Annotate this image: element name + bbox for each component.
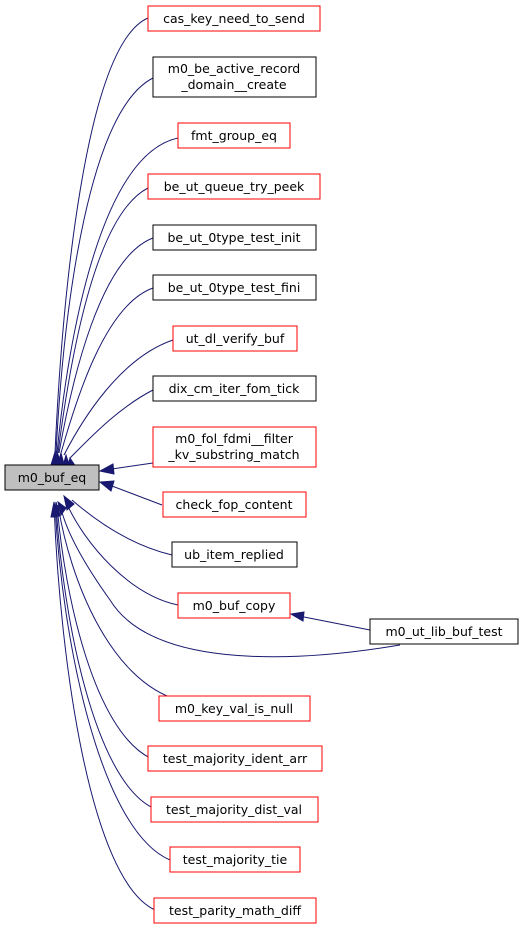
edge-be-ut-0type-test-fini: [60, 287, 154, 454]
node-label: test_majority_ident_arr: [163, 751, 308, 766]
node-label: m0_buf_copy: [193, 598, 276, 613]
edge-test-majority-dist-val: [55, 504, 154, 809]
node-test-parity-math-diff[interactable]: test_parity_math_diff: [153, 897, 317, 924]
edge-test-parity-math-diff: [53, 504, 156, 911]
node-label-line-2: _domain__create: [180, 77, 287, 92]
edge-test-majority-ident-arr: [56, 504, 151, 759]
edge-be-ut-0type-test-init: [58, 237, 154, 454]
node-be-ut-0type-test-init[interactable]: be_ut_0type_test_init: [152, 224, 317, 251]
node-label-line-1: m0_be_active_record: [168, 61, 300, 76]
node-m0-be-active-record-domain-create[interactable]: m0_be_active_record _domain__create: [152, 56, 317, 98]
node-fmt-group-eq[interactable]: fmt_group_eq: [177, 122, 291, 149]
node-label-line-1: m0_fol_fdmi__filter: [175, 431, 294, 446]
node-test-majority-tie[interactable]: test_majority_tie: [169, 846, 301, 873]
node-label: test_majority_tie: [183, 852, 288, 867]
node-m0-key-val-is-null[interactable]: m0_key_val_is_null: [158, 695, 311, 722]
edge-m0-key-val-is-null: [57, 504, 179, 701]
node-label: ub_item_replied: [184, 547, 284, 562]
node-m0-ut-lib-buf-test[interactable]: m0_ut_lib_buf_test: [369, 618, 519, 645]
node-label: dix_cm_iter_fom_tick: [169, 381, 301, 396]
edge-m0-ut-lib-buf-test-root: [59, 503, 401, 658]
node-test-majority-dist-val[interactable]: test_majority_dist_val: [150, 796, 319, 823]
node-label: test_parity_math_diff: [169, 903, 301, 918]
arrowhead-icon: [98, 463, 115, 475]
edge-m0-be-active-record: [55, 77, 154, 454]
node-label: m0_ut_lib_buf_test: [385, 624, 502, 639]
arrowhead-icon: [63, 494, 75, 511]
node-label: cas_key_need_to_send: [163, 11, 305, 26]
edge-cas-key-need-to-send: [54, 17, 149, 454]
root-node-label: m0_buf_eq: [18, 470, 87, 485]
node-ut-dl-verify-buf[interactable]: ut_dl_verify_buf: [172, 325, 298, 352]
edge-fmt-group-eq: [56, 137, 179, 454]
node-label: be_ut_0type_test_init: [167, 230, 300, 245]
node-dix-cm-iter-fom-tick[interactable]: dix_cm_iter_fom_tick: [152, 375, 317, 402]
node-cas-key-need-to-send[interactable]: cas_key_need_to_send: [147, 5, 321, 32]
node-label: be_ut_0type_test_fini: [168, 280, 301, 295]
edge-ub-item-replied: [71, 499, 173, 556]
edge-test-majority-tie: [54, 504, 171, 861]
node-be-ut-0type-test-fini[interactable]: be_ut_0type_test_fini: [152, 274, 317, 301]
arrowhead-icon: [57, 500, 67, 517]
node-label-line-2: _kv_substring_match: [167, 447, 299, 462]
node-test-majority-ident-arr[interactable]: test_majority_ident_arr: [147, 745, 323, 772]
arrowhead-icon: [98, 480, 115, 492]
node-m0-fol-fdmi-filter-kv-substring-match[interactable]: m0_fol_fdmi__filter _kv_substring_match: [152, 426, 317, 468]
edge-be-ut-queue-try-peek: [57, 187, 149, 454]
root-node: m0_buf_eq: [4, 464, 100, 491]
node-label: check_fop_content: [176, 497, 293, 512]
node-label: ut_dl_verify_buf: [186, 331, 285, 346]
edge-check-fop-content: [111, 485, 163, 506]
edge-layer: [53, 17, 401, 911]
node-label: test_majority_dist_val: [166, 802, 302, 817]
edge-m0-ut-lib-buf-test-copy: [303, 616, 371, 631]
edge-ut-dl-verify-buf: [63, 339, 174, 456]
node-ub-item-replied[interactable]: ub_item_replied: [171, 541, 298, 568]
edge-dix-cm-iter-fom-tick: [69, 389, 154, 459]
edge-m0-buf-copy: [65, 501, 179, 606]
arrowhead-icon: [289, 611, 305, 622]
node-label: be_ut_queue_try_peek: [164, 179, 305, 194]
node-label: fmt_group_eq: [191, 128, 277, 143]
node-be-ut-queue-try-peek[interactable]: be_ut_queue_try_peek: [147, 173, 321, 200]
edge-m0-fol-fdmi-filter: [111, 462, 154, 470]
node-label: m0_key_val_is_null: [175, 701, 293, 716]
arrowhead-icon: [50, 501, 58, 518]
node-m0-buf-copy[interactable]: m0_buf_copy: [177, 592, 291, 619]
node-check-fop-content[interactable]: check_fop_content: [162, 491, 307, 518]
